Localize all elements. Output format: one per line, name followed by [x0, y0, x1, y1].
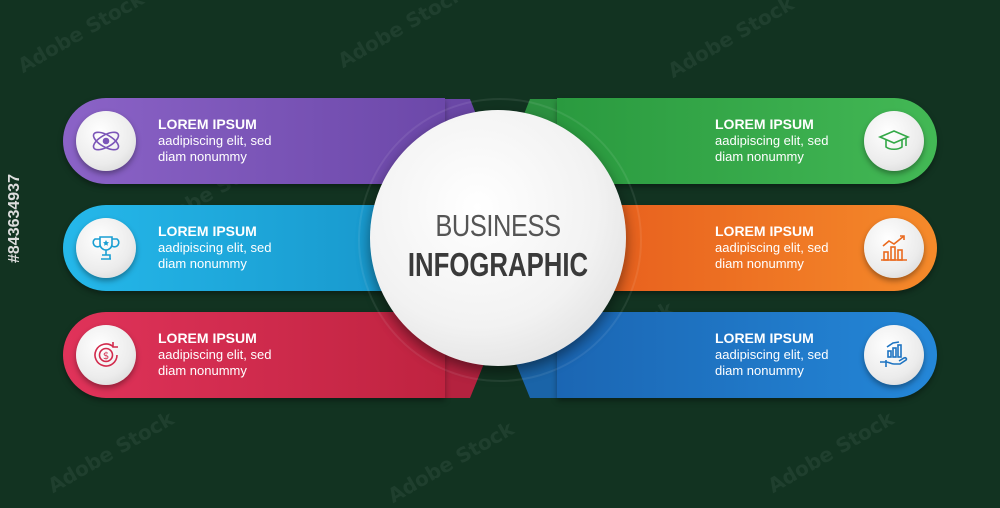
item-title: LOREM IPSUM — [715, 116, 814, 132]
card-blue: LOREM IPSUM aadipiscing elit, sed diam n… — [557, 312, 937, 398]
center-ring — [358, 98, 642, 382]
center-title-line2: INFOGRAPHIC — [407, 246, 589, 283]
item-desc-line1: aadipiscing elit, sed — [158, 133, 272, 148]
item-desc-line2: diam nonummy — [158, 256, 247, 271]
item-title: LOREM IPSUM — [715, 330, 814, 346]
card-red: $ LOREM IPSUM aadipiscing elit, sed diam… — [63, 312, 445, 398]
item-title: LOREM IPSUM — [158, 116, 257, 132]
hand-growth-icon — [880, 341, 908, 367]
dollar-cycle-icon: $ — [94, 342, 118, 367]
item-desc-line1: aadipiscing elit, sed — [158, 347, 272, 362]
graduation-cap-icon — [877, 130, 911, 151]
card-purple: LOREM IPSUM aadipiscing elit, sed diam n… — [63, 98, 445, 184]
atom-icon-badge — [76, 111, 136, 171]
bar-chart-icon-badge — [864, 218, 924, 278]
item-desc-line1: aadipiscing elit, sed — [715, 347, 829, 362]
item-desc-line2: diam nonummy — [715, 256, 804, 271]
graduation-cap-icon-badge — [864, 111, 924, 171]
trophy-icon — [92, 236, 120, 260]
center-title-line1: BUSINESS — [435, 208, 561, 243]
item-title: LOREM IPSUM — [158, 223, 257, 239]
center-circle: BUSINESS INFOGRAPHIC — [370, 110, 626, 366]
item-desc-line1: aadipiscing elit, sed — [715, 133, 829, 148]
dollar-cycle-icon-badge: $ — [76, 325, 136, 385]
item-desc-line2: diam nonummy — [715, 149, 804, 164]
item-title: LOREM IPSUM — [158, 330, 257, 346]
item-desc-line1: aadipiscing elit, sed — [158, 240, 272, 255]
item-desc-line1: aadipiscing elit, sed — [715, 240, 829, 255]
item-desc-line2: diam nonummy — [158, 363, 247, 378]
svg-text:$: $ — [103, 351, 109, 362]
hand-growth-icon-badge — [864, 325, 924, 385]
atom-icon — [92, 131, 120, 151]
item-desc-line2: diam nonummy — [158, 149, 247, 164]
trophy-icon-badge — [76, 218, 136, 278]
bar-chart-icon — [881, 235, 907, 261]
item-title: LOREM IPSUM — [715, 223, 814, 239]
item-desc-line2: diam nonummy — [715, 363, 804, 378]
